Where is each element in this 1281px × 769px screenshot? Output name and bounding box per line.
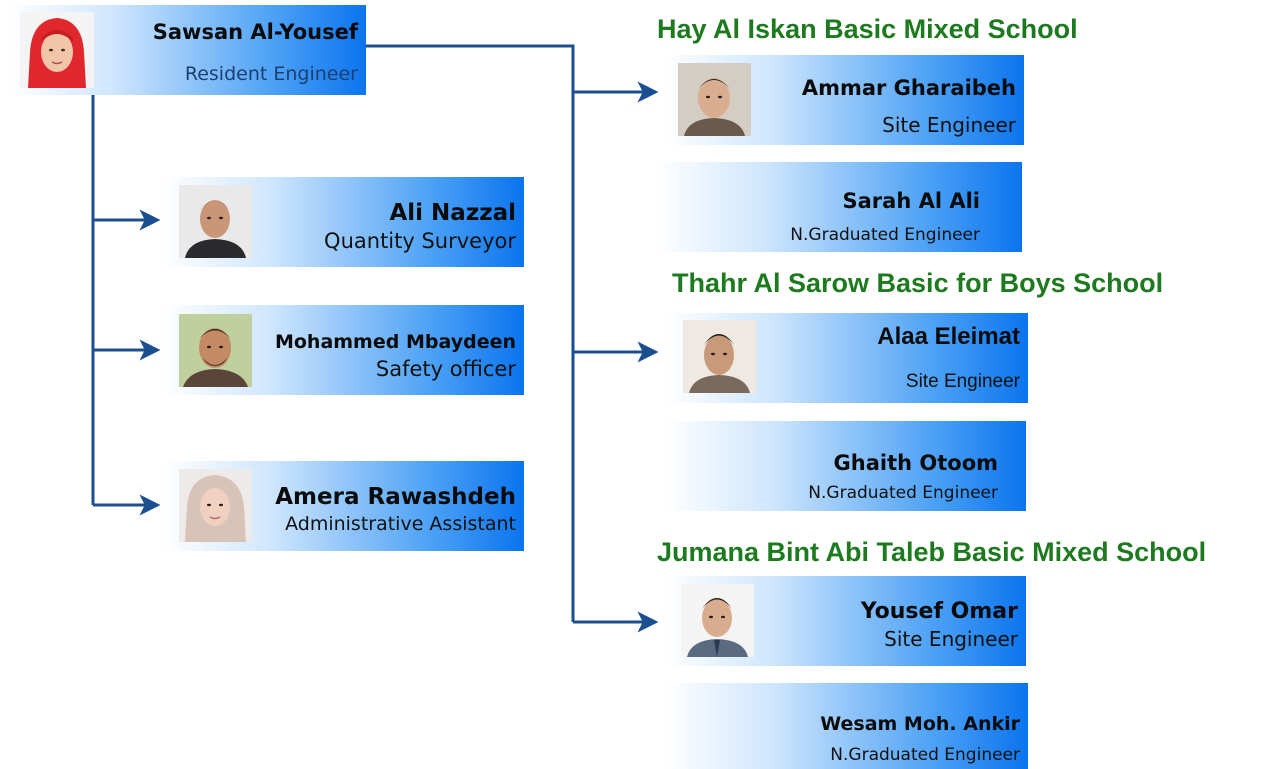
support-card-ali: Ali Nazzal Quantity Surveyor xyxy=(163,177,524,267)
site-engineer-name-ammar: Ammar Gharaibeh xyxy=(801,76,1016,100)
support-role-mohammed: Safety officer xyxy=(375,357,516,381)
graduate-name-ghaith: Ghaith Otoom xyxy=(833,451,998,475)
support-photo-mohammed xyxy=(179,314,252,387)
graduate-card-wesam: Wesam Moh. Ankir N.Graduated Engineer xyxy=(664,683,1028,769)
graduate-role-sarah: N.Graduated Engineer xyxy=(790,225,980,245)
site-engineer-card-yousef: Yousef Omar Site Engineer xyxy=(664,576,1026,666)
resident-engineer-card: Sawsan Al-Yousef Resident Engineer xyxy=(6,5,366,95)
resident-name: Sawsan Al-Yousef xyxy=(152,20,358,44)
site-engineer-card-alaa: Alaa Eleimat Site Engineer xyxy=(664,313,1028,403)
graduate-name-wesam: Wesam Moh. Ankir xyxy=(820,713,1020,735)
site-engineer-role-alaa: Site Engineer xyxy=(905,371,1020,392)
site-engineer-photo-ammar xyxy=(678,63,751,136)
site-engineer-name-yousef: Yousef Omar xyxy=(860,599,1018,624)
support-role-amera: Administrative Assistant xyxy=(285,513,516,535)
resident-role: Resident Engineer xyxy=(184,63,358,85)
site-engineer-role-ammar: Site Engineer xyxy=(882,113,1016,137)
support-card-amera: Amera Rawashdeh Administrative Assistant xyxy=(163,461,524,551)
portrait-man-icon xyxy=(179,185,252,258)
support-card-mohammed: Mohammed Mbaydeen Safety officer xyxy=(163,305,524,395)
school-title-jumana: Jumana Bint Abi Taleb Basic Mixed School xyxy=(657,537,1207,567)
graduate-role-wesam: N.Graduated Engineer xyxy=(830,745,1020,765)
support-role-ali: Quantity Surveyor xyxy=(324,229,516,253)
school-title-thahr-al-sarow: Thahr Al Sarow Basic for Boys School xyxy=(672,268,1164,298)
support-name-mohammed: Mohammed Mbaydeen xyxy=(274,331,516,353)
portrait-woman-red-hijab-icon xyxy=(20,12,94,88)
graduate-role-ghaith: N.Graduated Engineer xyxy=(808,483,998,503)
graduate-card-ghaith: Ghaith Otoom N.Graduated Engineer xyxy=(664,421,1026,511)
graduate-name-sarah: Sarah Al Ali xyxy=(842,189,981,213)
portrait-man-icon xyxy=(683,320,756,393)
site-engineer-photo-alaa xyxy=(683,320,756,393)
support-photo-ali xyxy=(179,185,252,258)
support-name-amera: Amera Rawashdeh xyxy=(275,484,516,510)
site-engineer-card-ammar: Ammar Gharaibeh Site Engineer xyxy=(664,55,1024,145)
site-engineer-name-alaa: Alaa Eleimat xyxy=(877,323,1020,350)
portrait-man-icon xyxy=(678,63,751,136)
resident-photo xyxy=(20,12,94,88)
portrait-woman-hijab-icon xyxy=(179,469,252,542)
site-engineer-role-yousef: Site Engineer xyxy=(884,627,1018,651)
portrait-man-suit-icon xyxy=(681,584,754,657)
support-photo-amera xyxy=(179,469,252,542)
graduate-card-sarah: Sarah Al Ali N.Graduated Engineer xyxy=(656,162,1022,252)
support-name-ali: Ali Nazzal xyxy=(389,200,516,226)
portrait-man-icon xyxy=(179,314,252,387)
site-engineer-photo-yousef xyxy=(681,584,754,657)
school-title-hay-al-iskan: Hay Al Iskan Basic Mixed School xyxy=(657,14,1078,44)
